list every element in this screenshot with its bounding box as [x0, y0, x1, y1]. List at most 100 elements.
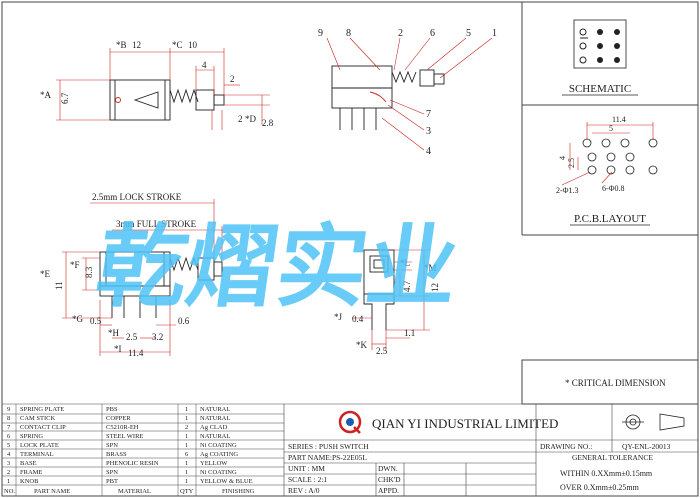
series: SERIES : PUSH SWITCH: [288, 442, 369, 451]
bom-cell-fin: YELLOW: [200, 460, 228, 467]
end-dim-12: 12: [430, 283, 440, 292]
bom-cell-qty: 1: [185, 460, 188, 467]
right-panels: [521, 2, 699, 405]
pcb-dim-4: 4: [558, 156, 567, 160]
bom-cell-no: 2: [7, 469, 10, 476]
bom-cell-no: 8: [7, 415, 10, 422]
lock-stroke-label: 2.5mm LOCK STROKE: [92, 192, 182, 202]
tolerance-within: WITHIN 0.XXmm±0.15mm: [560, 469, 653, 478]
bom-cell-fin: Ni COATING: [200, 469, 237, 476]
bom-cell-fin: NATURAL: [200, 406, 230, 413]
bom-cell-fin: Ag COATING: [200, 451, 238, 458]
bom-cell-fin: Ni COATING: [200, 442, 237, 449]
bom-header: NO. PART NAME MATERIAL QTY FINISHING: [4, 488, 255, 495]
bom-cell-qty: 1: [185, 415, 188, 422]
side-dim-g: 0.5: [90, 316, 102, 326]
approved-label: APPD.: [378, 486, 399, 495]
bom-cell-qty: 1: [185, 469, 188, 476]
bom-cell-part: TERMINAL: [20, 451, 54, 458]
assembly-callout-lines: [326, 37, 493, 151]
bom-header-no: NO.: [4, 488, 15, 495]
bom-cell-no: 7: [7, 424, 11, 431]
bom-cell-qty: 1: [185, 478, 188, 485]
bom-cell-part: SPRING: [20, 433, 43, 440]
side-dim-h2: 3.2: [152, 332, 163, 342]
end-view-dimensions: [352, 249, 430, 350]
schematic-symbol: [573, 19, 627, 69]
bom-cell-mat: STEEL WIRE: [106, 433, 143, 440]
callout-5: 5: [466, 28, 471, 39]
end-dim-m: *M: [424, 263, 437, 273]
side-dim-e: 11: [54, 281, 64, 290]
bom-header-part: PART NAME: [34, 488, 70, 495]
side-view: [99, 251, 223, 318]
pcb-dim-2-5: 2.5: [567, 158, 576, 168]
bom-cell-part: LOCK PLATE: [20, 442, 59, 449]
part-name: PART NAME:PS-22E05L: [288, 453, 367, 462]
side-dim-h: 2.5: [126, 332, 138, 342]
callout-8: 8: [346, 28, 351, 39]
front-view-dimensions: [56, 48, 270, 130]
bom-cell-no: 9: [7, 406, 10, 413]
bom-cell-qty: 1: [185, 406, 188, 413]
bom-cell-qty: 1: [185, 442, 188, 449]
bom-cell-fin: NATURAL: [200, 433, 230, 440]
company-name: QIAN YI INDUSTRIAL LIMITED: [372, 416, 558, 431]
bom-cell-no: 5: [7, 442, 10, 449]
front-dim-b: 12: [132, 40, 141, 50]
front-dim-4: 4: [202, 60, 207, 70]
bom-header-finishing: FINISHING: [222, 488, 255, 495]
pcb-dim-11-4: 11.4: [612, 115, 626, 124]
pcb-dimensions: [561, 122, 654, 186]
bom-cell-part: CONTACT CLIP: [20, 424, 66, 431]
bom-cell-no: 6: [7, 433, 11, 440]
bom-cell-part: KNOB: [20, 478, 39, 485]
bom-cell-fin: NATURAL: [200, 415, 230, 422]
end-dim-k-label: *K: [356, 340, 368, 350]
front-dim-c-label: *C: [172, 40, 183, 50]
bom-cell-qty: 2: [185, 424, 188, 431]
callout-6: 6: [430, 28, 435, 39]
side-dim-i: 11.4: [128, 348, 144, 358]
bom-header-qty: QTY: [180, 488, 194, 495]
tolerance-over: OVER 0.Xmm±0.25mm: [560, 483, 640, 492]
front-dim-c: 10: [188, 40, 198, 50]
callout-7: 7: [426, 109, 431, 120]
pcb-dim-5: 5: [609, 124, 613, 133]
assembly-view: [331, 65, 445, 130]
bom-cell-mat: PHENOLIC RESIN: [106, 460, 159, 467]
pcb-label: P.C.B.LAYOUT: [574, 213, 646, 225]
front-dim-2: 2: [230, 74, 235, 84]
bom-cell-no: 1: [7, 478, 10, 485]
bottom-table-grid: [2, 403, 698, 496]
callout-4: 4: [426, 146, 431, 157]
watermark: 乾熠实业: [90, 217, 464, 318]
pcb-hole-a: 2-Φ1.3: [556, 186, 579, 195]
pcb-layout: [582, 138, 658, 175]
schematic-label: SCHEMATIC: [569, 83, 631, 95]
general-tolerance: GENERAL TOLERANCE: [572, 453, 653, 462]
end-view: [363, 249, 395, 330]
end-dim-k: 2.5: [376, 346, 388, 356]
bom-cell-mat: COPPER: [106, 415, 131, 422]
bom-grid: [2, 404, 284, 496]
company-logo: [338, 410, 362, 434]
projection-symbol: [622, 413, 685, 431]
front-dim-d: 2.8: [262, 118, 274, 128]
drawing-no-label: DRAWING NO.:: [540, 442, 592, 451]
side-dim-f: 8.3: [84, 266, 94, 278]
bom-cell-part: FRAME: [20, 469, 42, 476]
checked-label: CHK'D: [378, 475, 401, 484]
revision: REV : A/0: [288, 486, 320, 495]
pcb-hole-b: 6-Φ0.8: [602, 184, 625, 193]
end-dim-4-7: 4.7: [402, 280, 412, 292]
bom-cell-part: SPRING PLATE: [20, 406, 64, 413]
full-stroke-label: 3mm FULL STROKE: [116, 219, 197, 229]
bom-cell-qty: 6: [185, 451, 189, 458]
side-dim-g-label: *G: [72, 314, 84, 324]
scale: SCALE : 2:1: [288, 475, 327, 484]
critical-dimension-note: * CRITICAL DIMENSION: [565, 378, 666, 388]
front-dim-a-label: *A: [40, 90, 52, 100]
